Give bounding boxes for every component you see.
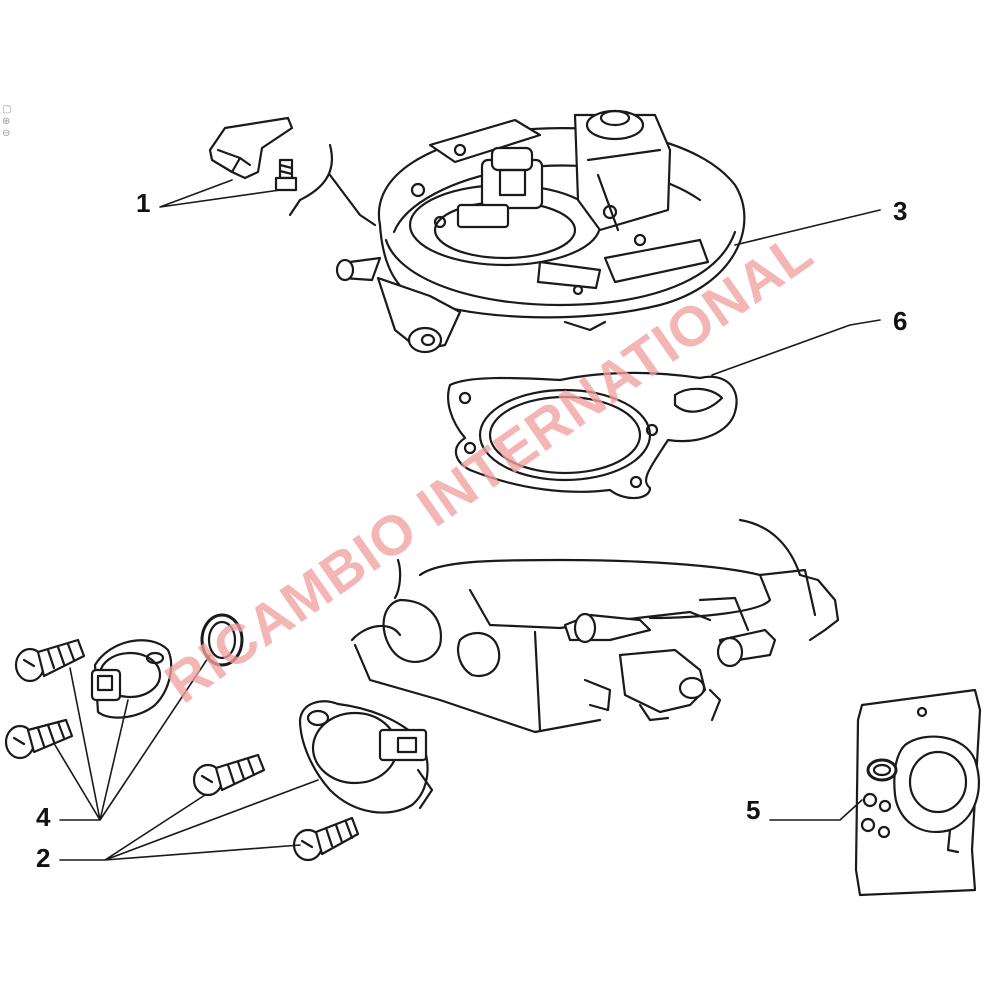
gasket (447, 371, 738, 500)
part-1-cover-and-screw (208, 116, 298, 192)
part-2-sensor-assembly (192, 700, 434, 862)
part-4-actuator-assembly (4, 613, 244, 760)
callout-4: 4 (36, 802, 51, 832)
zoom-in-icon[interactable]: ⊕ (2, 116, 11, 127)
screw-4b (4, 718, 74, 760)
callout-5: 5 (746, 795, 761, 825)
part-5-gasket-kit (854, 688, 982, 897)
throttle-body-base (350, 518, 840, 734)
callout-1: 1 (136, 188, 151, 218)
frame-icon[interactable]: ▢ (2, 104, 12, 115)
screw-2b (292, 816, 360, 862)
viewer-toolbar: ▢ ⊕ ⊖ (2, 104, 18, 140)
callout-2: 2 (36, 843, 51, 873)
screw-4a (14, 638, 86, 683)
throttle-body-housing (288, 109, 746, 354)
callout-3: 3 (893, 196, 908, 226)
zoom-out-icon[interactable]: ⊖ (2, 128, 11, 139)
callout-6: 6 (893, 306, 908, 336)
leader-lines (54, 179, 881, 861)
screw-2a (192, 753, 266, 797)
